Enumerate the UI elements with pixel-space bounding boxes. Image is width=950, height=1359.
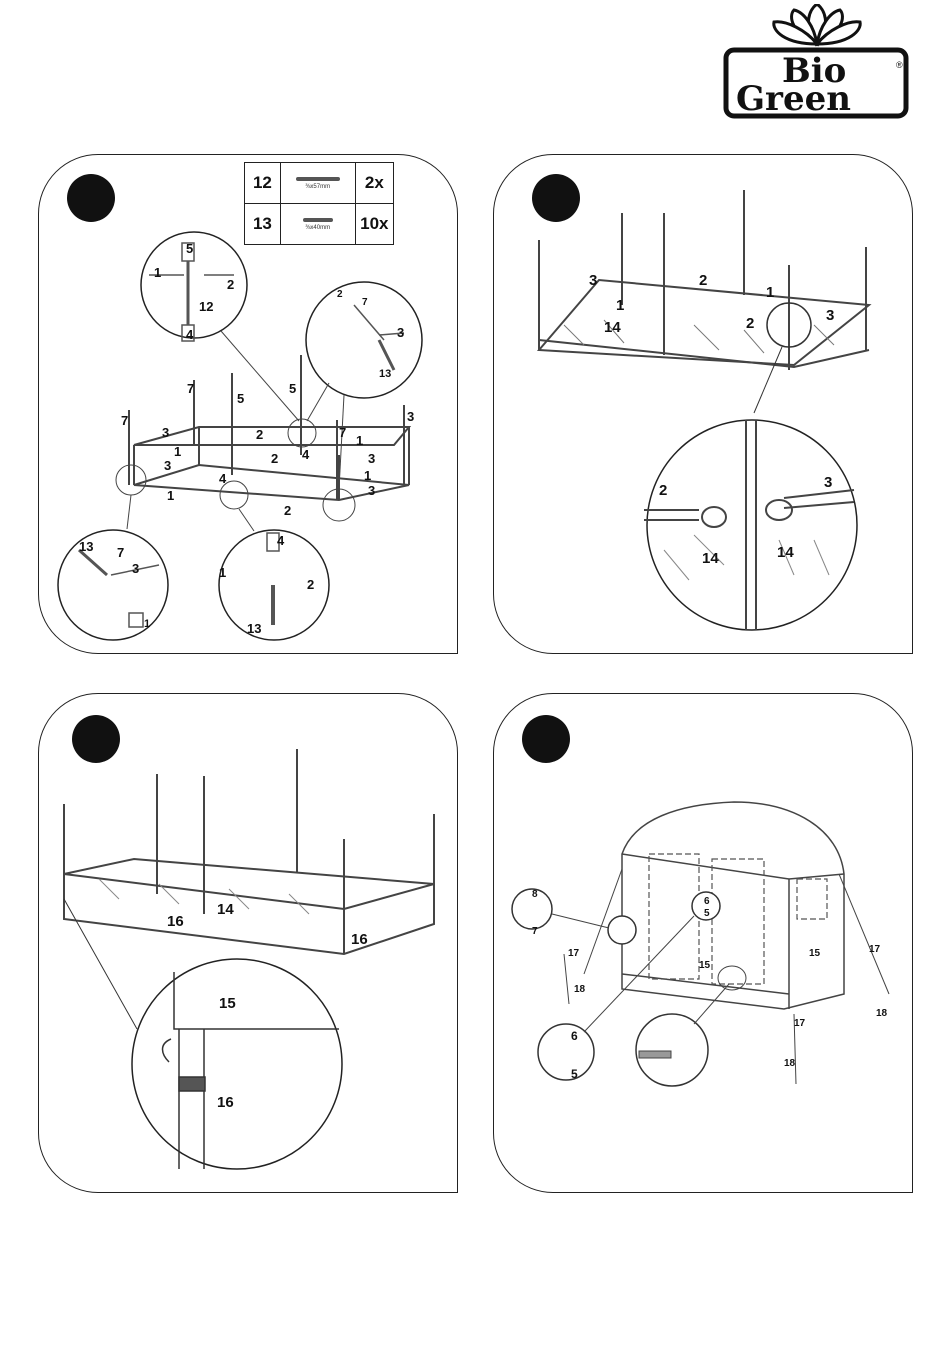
step4-label: 18 <box>784 1058 796 1069</box>
step1-label: 5 <box>237 391 244 406</box>
step4-label: 18 <box>876 1008 888 1019</box>
step1-label: 1 <box>144 618 150 630</box>
step2-label: 1 <box>616 297 624 314</box>
step2-label: 14 <box>777 544 794 561</box>
part-size: ⅜x40mm <box>305 225 330 231</box>
step1-label: 5 <box>289 381 296 396</box>
step1-label: 2 <box>307 577 314 592</box>
brand-line2: Green <box>736 79 851 119</box>
step-badge-3 <box>72 715 120 763</box>
step1-label: 4 <box>302 447 310 462</box>
step3-label: 16 <box>351 931 368 948</box>
brand-logo: Bio Green ® <box>722 4 912 120</box>
part-size: ⅜x57mm <box>305 184 330 190</box>
step-panel-4: 8 7 17 18 6 5 15 15 17 18 17 18 6 5 <box>493 693 913 1193</box>
step1-label: 3 <box>164 458 171 473</box>
step3-label: 15 <box>219 995 236 1012</box>
step-panel-3: 16 14 16 15 16 <box>38 693 458 1193</box>
step1-label: 4 <box>186 327 194 342</box>
step4-label: 5 <box>571 1067 578 1081</box>
step4-label: 17 <box>869 944 881 955</box>
step4-label: 17 <box>794 1018 806 1029</box>
step1-label: 1 <box>219 565 226 580</box>
step2-label: 1 <box>766 284 774 301</box>
step2-label: 14 <box>702 550 719 567</box>
brand-registered: ® <box>896 60 903 70</box>
step1-label: 4 <box>277 533 285 548</box>
step4-label: 17 <box>568 948 580 959</box>
step1-label: 7 <box>121 413 128 428</box>
step-panel-2: 3 2 1 1 14 2 3 2 3 14 14 <box>493 154 913 654</box>
step1-label: 1 <box>167 488 174 503</box>
step2-label: 2 <box>746 315 754 332</box>
step1-label: 13 <box>379 368 391 380</box>
step4-label: 8 <box>532 889 538 900</box>
step1-label: 2 <box>284 503 291 518</box>
step4-label: 15 <box>809 948 821 959</box>
step1-label: 3 <box>407 409 414 424</box>
step1-label: 12 <box>199 299 213 314</box>
step1-label: 7 <box>362 297 368 308</box>
step2-label: 2 <box>699 272 707 289</box>
step1-label: 1 <box>356 433 363 448</box>
step4-label: 6 <box>571 1029 578 1043</box>
step4-label: 18 <box>574 984 586 995</box>
part-qty: 10x <box>355 204 393 245</box>
step2-label: 3 <box>826 307 834 324</box>
step1-label: 1 <box>364 468 371 483</box>
step-badge-4 <box>522 715 570 763</box>
step1-label: 7 <box>117 545 124 560</box>
step1-label: 2 <box>337 289 343 300</box>
step-badge-1 <box>67 174 115 222</box>
step1-label: 13 <box>247 621 261 636</box>
step1-label: 1 <box>154 265 161 280</box>
part-id: 12 <box>245 163 281 204</box>
part-bolt-image: ⅜x57mm <box>280 163 355 204</box>
step1-label: 3 <box>397 325 404 340</box>
step2-label: 14 <box>604 319 621 336</box>
step4-label: 15 <box>699 960 711 971</box>
part-bolt-image: ⅜x40mm <box>280 204 355 245</box>
step1-label: 2 <box>271 451 278 466</box>
step2-label: 3 <box>824 474 832 491</box>
step1-label: 3 <box>132 561 139 576</box>
parts-row: 12 ⅜x57mm 2x <box>245 163 394 204</box>
step1-label: 3 <box>368 483 375 498</box>
step1-label: 5 <box>186 241 193 256</box>
parts-table: 12 ⅜x57mm 2x 13 ⅜x40mm 10x <box>244 162 394 245</box>
part-id: 13 <box>245 204 281 245</box>
step3-label: 16 <box>167 913 184 930</box>
step3-label: 16 <box>217 1094 234 1111</box>
step-panel-1: 5 1 2 12 4 2 7 3 13 7 5 5 7 3 2 1 2 3 4 … <box>38 154 458 654</box>
step1-label: 4 <box>219 471 227 486</box>
step1-label: 1 <box>174 444 181 459</box>
step1-label: 3 <box>162 425 169 440</box>
step1-label: 2 <box>256 427 263 442</box>
part-qty: 2x <box>355 163 393 204</box>
step4-label: 6 <box>704 896 710 907</box>
step1-label: 13 <box>79 539 93 554</box>
step1-label: 7 <box>187 381 194 396</box>
step1-label: 2 <box>227 277 234 292</box>
step2-label: 2 <box>659 482 667 499</box>
step2-label: 3 <box>589 272 597 289</box>
step1-label: 7 <box>339 425 346 440</box>
step1-label: 3 <box>368 451 375 466</box>
step4-label: 7 <box>532 926 538 937</box>
step3-label: 14 <box>217 901 234 918</box>
step-badge-2 <box>532 174 580 222</box>
step4-label: 5 <box>704 908 710 919</box>
parts-row: 13 ⅜x40mm 10x <box>245 204 394 245</box>
